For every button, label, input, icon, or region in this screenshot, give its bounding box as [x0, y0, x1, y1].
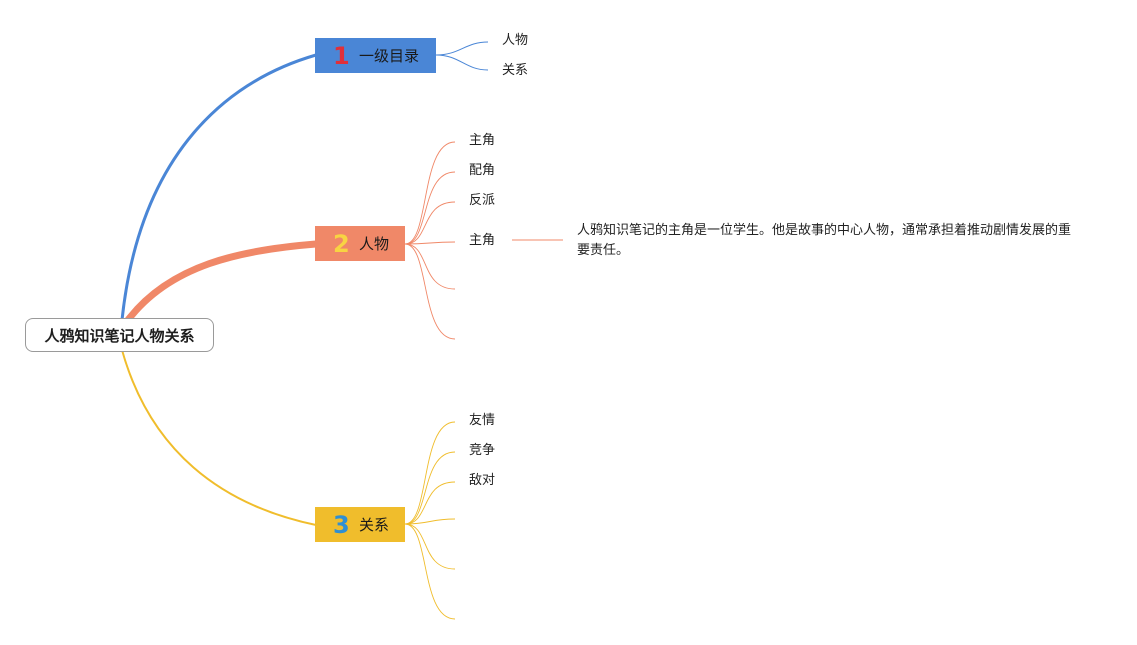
branch-2-label: 人物	[359, 235, 390, 253]
connector-b2-leaf4	[404, 241, 456, 245]
branch-2-leaf-1[interactable]: 主角	[469, 133, 496, 148]
branch-2-leaf-3[interactable]: 反派	[469, 193, 496, 208]
connector-b2-leaf2	[404, 171, 456, 245]
branch-2-number: 2	[333, 229, 350, 258]
branch-3-leaf-2[interactable]: 竞争	[469, 443, 496, 458]
connector-b2-leaf3	[404, 201, 456, 245]
branch-2-leaf-4[interactable]: 主角	[469, 233, 496, 248]
branch-2-node[interactable]: 2 人物	[315, 226, 405, 261]
connector-b3-leaf2	[404, 451, 456, 525]
connector-b1-leaf2	[435, 54, 489, 71]
connector-b1-leaf1	[435, 41, 489, 56]
branch-3-leaf-3[interactable]: 敌对	[469, 473, 496, 488]
connector-b3-leaf4	[404, 518, 456, 525]
branch-2-leaf-2[interactable]: 配角	[469, 163, 496, 178]
branch-1-label: 一级目录	[359, 47, 420, 65]
branch-3-number: 3	[333, 510, 350, 539]
branch-1-leaf-1[interactable]: 人物	[502, 33, 529, 48]
connector-b2-leaf6	[404, 243, 456, 340]
connector-b3-leaf1	[404, 421, 456, 525]
connector-root-branch2	[124, 240, 320, 324]
root-topic-label: 人鸦知识笔记人物关系	[44, 326, 195, 345]
connector-root-branch1	[120, 53, 317, 321]
branch-2-note[interactable]: 人鸦知识笔记的主角是一位学生。他是故事的中心人物，通常承担着推动剧情发展的重要责…	[577, 223, 1072, 258]
branch-3-leaf-1[interactable]: 友情	[469, 413, 496, 428]
connector-b3-leaf5	[404, 523, 456, 570]
connector-b2-leaf5	[404, 243, 456, 290]
root-topic[interactable]: 人鸦知识笔记人物关系	[25, 318, 214, 352]
connector-b3-leaf6	[404, 523, 456, 620]
connector-b2-leaf1	[404, 141, 456, 245]
branch-1-node[interactable]: 1 一级目录	[315, 38, 436, 73]
branch-1-leaf-2[interactable]: 关系	[502, 63, 529, 78]
connector-b3-leaf3	[404, 481, 456, 525]
branch-3-node[interactable]: 3 关系	[315, 507, 405, 542]
branch-1-number: 1	[333, 41, 350, 70]
branch-3-label: 关系	[359, 516, 390, 534]
connector-root-branch3	[121, 349, 317, 526]
